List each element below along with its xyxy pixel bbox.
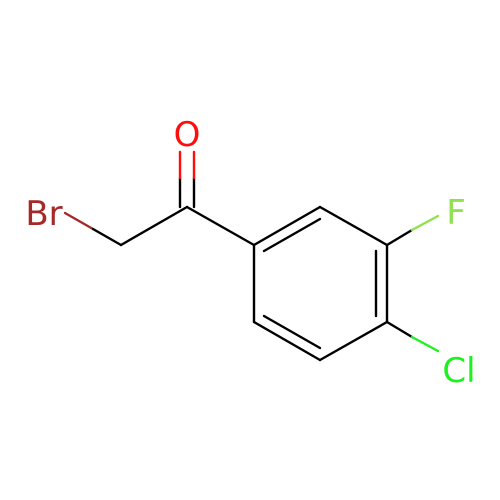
atom-label-oxygen: O <box>174 115 201 155</box>
bond-c3-f-c-part <box>385 228 414 247</box>
bond-c4-cl-cl-part <box>410 335 440 353</box>
atom-label-bromine: Br <box>25 194 62 234</box>
bond-c4-cl-c-part <box>385 320 414 339</box>
bond-ring-c5-c6 <box>252 320 322 362</box>
bond-br-ch2-c-part <box>91 227 123 247</box>
bond-ring-c1-c2-inner <box>262 217 322 253</box>
atom-label-fluorine: F <box>446 193 466 233</box>
bond-c3-f-f-part <box>410 214 440 232</box>
bonds <box>63 150 440 362</box>
bond-ring-c4-c5 <box>318 320 389 362</box>
bond-ch2-carbonyl <box>119 205 189 247</box>
bond-ring-c1-c2 <box>252 205 322 247</box>
bond-ring-c2-c3 <box>318 205 389 247</box>
bond-carbonyl-ring <box>185 205 256 247</box>
atom-label-chlorine: Cl <box>442 351 475 391</box>
bond-ring-c5-c6-inner <box>262 314 322 350</box>
atom-labels: O Br F Cl <box>25 115 475 391</box>
bond-br-ch2-br-part <box>63 211 95 231</box>
